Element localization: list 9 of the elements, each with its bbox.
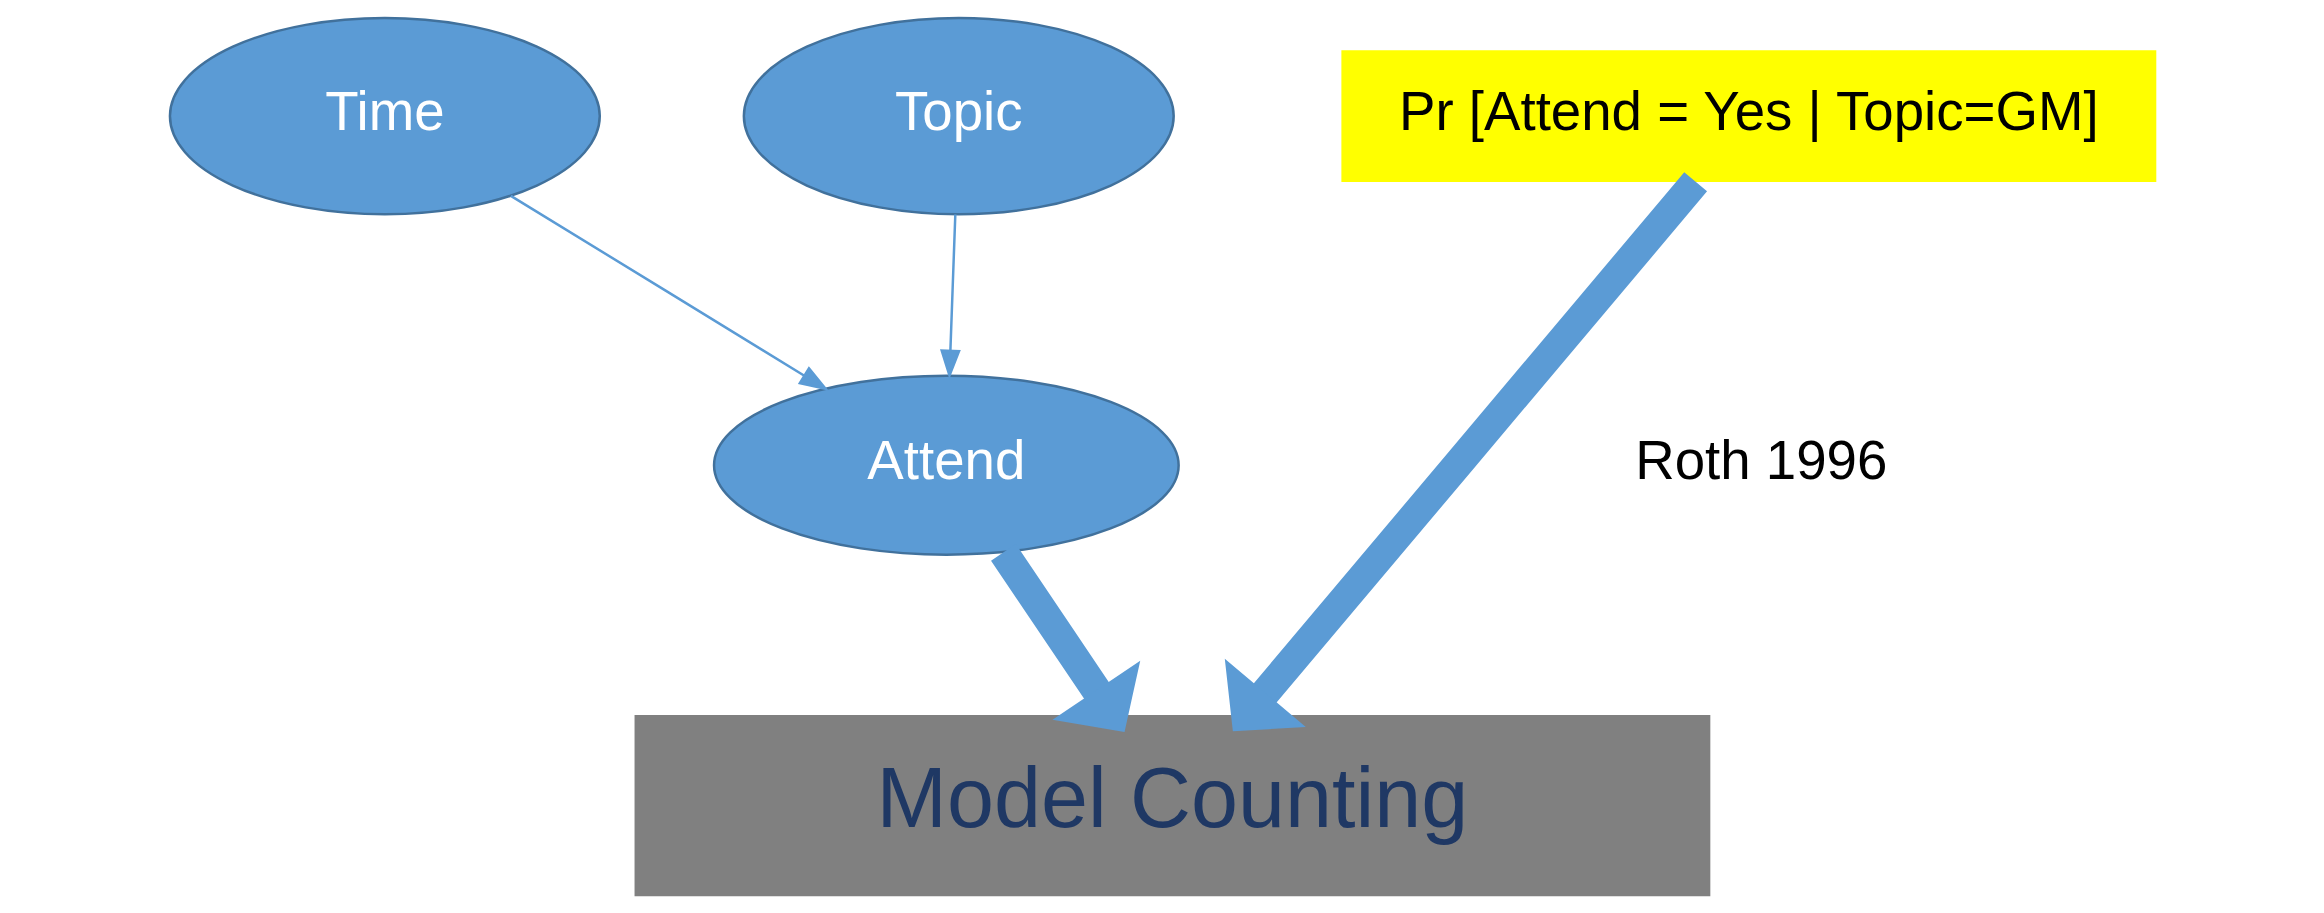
arrow — [1224, 172, 1707, 732]
node-ellipse: Attend — [712, 374, 1180, 556]
node-ellipse: Topic — [742, 16, 1175, 216]
arrow — [939, 214, 961, 380]
label: Roth 1996 — [1634, 430, 1887, 492]
arrow — [509, 194, 829, 391]
node-box: Pr [Attend = Yes | Topic=GM] — [1340, 50, 2156, 182]
node-ellipse: Time — [168, 16, 601, 216]
node-box: Model Counting — [634, 714, 1710, 897]
